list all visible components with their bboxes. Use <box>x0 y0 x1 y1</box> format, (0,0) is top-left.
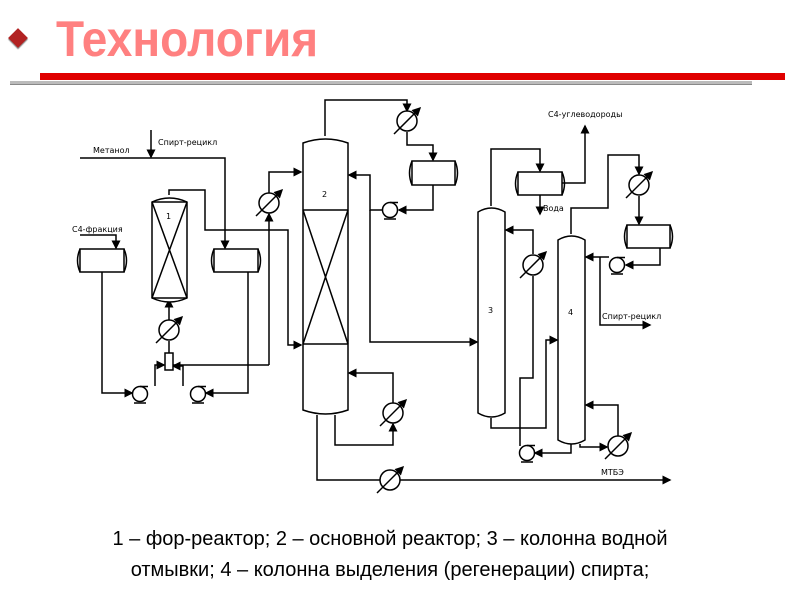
pipe <box>369 210 479 347</box>
pump-icon <box>381 201 399 220</box>
drum-vessel-icon <box>210 248 262 273</box>
slide-title: Технология <box>56 11 319 67</box>
pipe <box>80 157 230 250</box>
pipe <box>171 361 184 386</box>
pipe <box>154 360 166 386</box>
pipe <box>490 335 559 429</box>
heat-exchanger-icon <box>155 315 184 344</box>
pipe <box>504 225 534 254</box>
pipelines <box>80 99 672 485</box>
heat-exchanger-arrow <box>393 106 422 135</box>
pump-body <box>518 444 536 462</box>
pump-icon <box>189 385 207 404</box>
heat-exchanger-arrow <box>255 188 284 217</box>
heat-exchanger-arrow <box>155 315 184 344</box>
pipe <box>406 132 438 162</box>
drum-body <box>411 160 456 186</box>
drum-vessel-icon <box>76 248 128 273</box>
label-unit4: 4 <box>568 308 573 317</box>
heat-exchanger-arrow <box>379 398 408 427</box>
pump-body <box>131 385 149 403</box>
label-alcohol-recycle-out: Спирт-рецикл <box>602 312 661 321</box>
pipe <box>570 154 644 234</box>
column-vessel-icon <box>302 138 349 415</box>
title-underline-gray <box>10 81 752 85</box>
pipe <box>533 444 572 458</box>
drum-heads <box>514 171 566 196</box>
drum-vessel-icon <box>623 224 674 249</box>
heat-exchanger-arrow <box>519 250 548 279</box>
equipment <box>76 106 674 494</box>
heat-exchanger-icon <box>625 170 654 199</box>
heat-exchanger-icon <box>376 465 405 494</box>
column-body <box>557 235 586 445</box>
pump-body <box>381 201 399 219</box>
heat-exchanger-icon <box>519 250 548 279</box>
pipe <box>490 148 545 206</box>
drum-heads <box>76 248 128 273</box>
label-alcohol-recycle-in: Спирт-рецикл <box>158 138 217 147</box>
heat-exchanger-icon <box>255 188 284 217</box>
pipe <box>324 99 412 136</box>
drum-heads <box>210 248 262 273</box>
pipe <box>268 167 303 193</box>
caption-line-2: отмывки; 4 – колонна выделения (регенера… <box>130 559 650 581</box>
column-vessel-icon <box>557 235 586 445</box>
heat-exchanger-arrow <box>625 170 654 199</box>
pipe <box>347 368 394 403</box>
label-water: Вода <box>543 204 564 213</box>
heat-exchanger-icon <box>604 431 633 460</box>
pipe <box>599 257 652 330</box>
pipe <box>397 185 434 215</box>
drum-body <box>517 171 563 196</box>
pipe <box>316 415 380 481</box>
drum-body <box>79 248 125 273</box>
pipe <box>347 170 382 211</box>
pipe <box>80 234 121 250</box>
drum-vessel-icon <box>514 171 566 196</box>
pipe <box>168 189 303 350</box>
heat-exchanger-arrow <box>604 431 633 460</box>
pump-body <box>189 385 207 403</box>
pipe <box>584 400 619 436</box>
label-unit1: 1 <box>166 212 171 221</box>
label-c4-hydrocarbons: С4-углеводороды <box>548 110 622 119</box>
label-methanol: Метанол <box>93 146 130 155</box>
pipe <box>624 248 661 270</box>
pipe <box>519 276 534 446</box>
drum-heads <box>408 160 459 186</box>
pump-icon <box>131 385 149 404</box>
heat-exchanger-icon <box>393 106 422 135</box>
mixer-icon <box>164 352 174 371</box>
packing-bed <box>302 209 349 345</box>
label-mtbe: МТБЭ <box>601 468 624 477</box>
pipe <box>334 415 398 446</box>
label-unit2: 2 <box>322 190 327 199</box>
pipe <box>562 124 590 184</box>
pump-icon <box>518 444 536 463</box>
label-c4-fraction: С4-фракция <box>72 225 123 234</box>
heat-exchanger-arrow <box>376 465 405 494</box>
drum-body <box>213 248 259 273</box>
pipe <box>579 442 609 452</box>
pipe <box>101 272 134 398</box>
drum-heads <box>623 224 674 249</box>
title-underline-red <box>40 73 785 80</box>
column-vessel-icon <box>151 197 188 303</box>
label-unit3: 3 <box>488 306 493 315</box>
packing-bed <box>151 201 188 299</box>
pump-body <box>608 256 626 274</box>
caption-line-1: 1 – фор-реактор; 2 – основной реактор; 3… <box>112 528 668 550</box>
pump-icon <box>608 256 626 275</box>
column-body <box>477 207 506 418</box>
drum-body <box>626 224 671 249</box>
drum-vessel-icon <box>408 160 459 186</box>
column-vessel-icon <box>477 207 506 418</box>
heat-exchanger-icon <box>379 398 408 427</box>
pipe <box>204 272 249 398</box>
